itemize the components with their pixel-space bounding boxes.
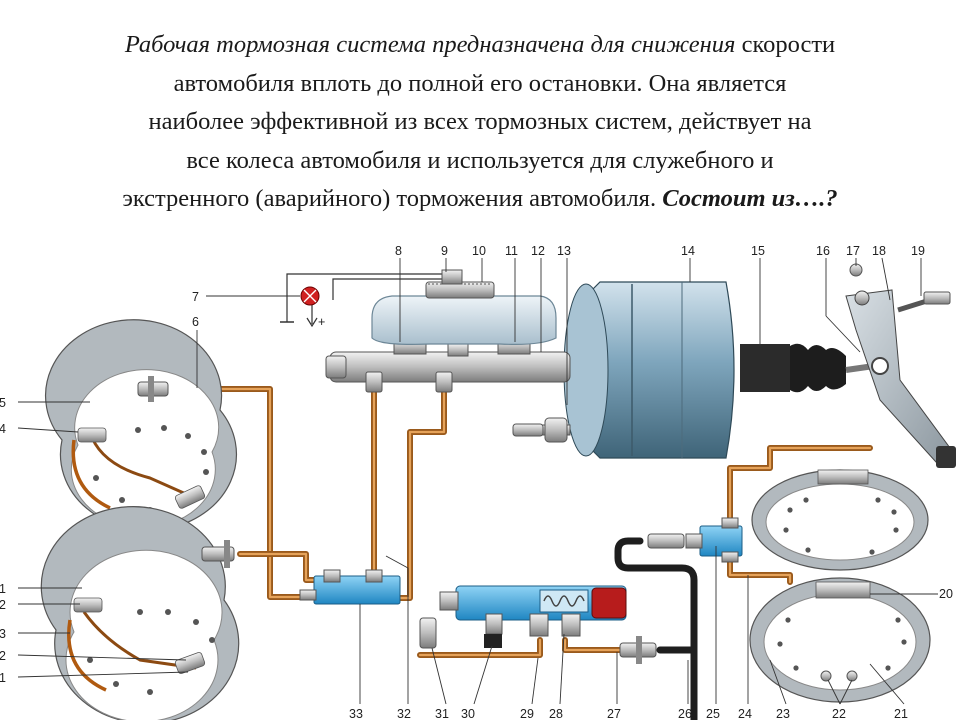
callout-14: 14 <box>681 244 695 258</box>
callout-7: 7 <box>192 290 199 304</box>
callout-labels: 5 4 1 2 3 2 1 7 6 8 9 10 11 12 13 14 15 … <box>0 244 953 720</box>
front-left-brake-mechanism <box>44 319 238 531</box>
intro-line-2: автомобиля вплоть до полной его остановк… <box>173 69 787 97</box>
callout-32: 32 <box>397 707 411 720</box>
callout-20: 20 <box>939 587 953 601</box>
callout-22: 22 <box>832 707 846 720</box>
leader-lines <box>17 257 938 705</box>
right-rear-brake-drum-lower <box>749 577 931 703</box>
callout-1-a: 1 <box>0 582 6 596</box>
hose-fittings <box>137 376 685 664</box>
callout-29: 29 <box>520 707 534 720</box>
intro-line-5-question: Состоит из….? <box>662 185 838 212</box>
callout-8: 8 <box>395 244 402 258</box>
callout-4: 4 <box>0 422 6 436</box>
brake-system-diagram: + <box>0 244 956 720</box>
intro-line-5-plain: экстренного (аварийного) торможения авто… <box>122 185 663 212</box>
callout-12: 12 <box>531 244 545 258</box>
callout-25: 25 <box>706 707 720 720</box>
fluid-reservoir <box>371 269 557 345</box>
callout-10: 10 <box>472 244 486 258</box>
callout-2-b: 2 <box>0 649 6 663</box>
intro-text: Рабочая тормозная система предназначена … <box>0 26 960 219</box>
vacuum-booster <box>512 281 735 459</box>
right-rear-brake-drum-upper <box>751 469 929 571</box>
callout-26: 26 <box>678 707 692 720</box>
callout-27: 27 <box>607 707 621 720</box>
callout-24: 24 <box>738 707 752 720</box>
callout-17: 17 <box>846 244 860 258</box>
callout-16: 16 <box>816 244 830 258</box>
intro-line-1-italic: Рабочая тормозная система предназначена … <box>124 31 736 58</box>
master-cylinder <box>325 339 571 393</box>
callout-31: 31 <box>435 707 449 720</box>
callout-15: 15 <box>751 244 765 258</box>
callout-1-b: 1 <box>0 671 6 685</box>
pressure-regulator <box>419 585 627 649</box>
callout-11: 11 <box>505 244 518 258</box>
rear-tee <box>685 517 743 563</box>
callout-3: 3 <box>0 627 6 641</box>
rear-left-brake-mechanism <box>40 506 240 720</box>
callout-19: 19 <box>911 244 925 258</box>
callout-9: 9 <box>441 244 448 258</box>
intro-line-1: Рабочая тормозная система предназначена … <box>0 26 960 65</box>
callout-13: 13 <box>557 244 571 258</box>
svg-text:+: + <box>318 315 325 329</box>
intro-line-3: наиболее эффективной из всех тормозных с… <box>148 108 812 135</box>
intro-line-1-rest: скорости <box>735 31 836 58</box>
callout-30: 30 <box>461 707 475 720</box>
callout-2-a: 2 <box>0 598 6 612</box>
brake-pedal <box>845 263 956 468</box>
callout-23: 23 <box>776 707 790 720</box>
callout-33: 33 <box>349 707 363 720</box>
callout-6: 6 <box>192 315 199 329</box>
distribution-block <box>299 569 401 605</box>
callout-21: 21 <box>894 707 908 720</box>
callout-18: 18 <box>872 244 886 258</box>
intro-line-4: все колеса автомобиля и используется для… <box>186 146 774 174</box>
callout-5: 5 <box>0 396 6 410</box>
callout-28: 28 <box>549 707 563 720</box>
pushrod-boot <box>740 343 875 393</box>
intro-line-5: экстренного (аварийного) торможения авто… <box>0 180 960 219</box>
